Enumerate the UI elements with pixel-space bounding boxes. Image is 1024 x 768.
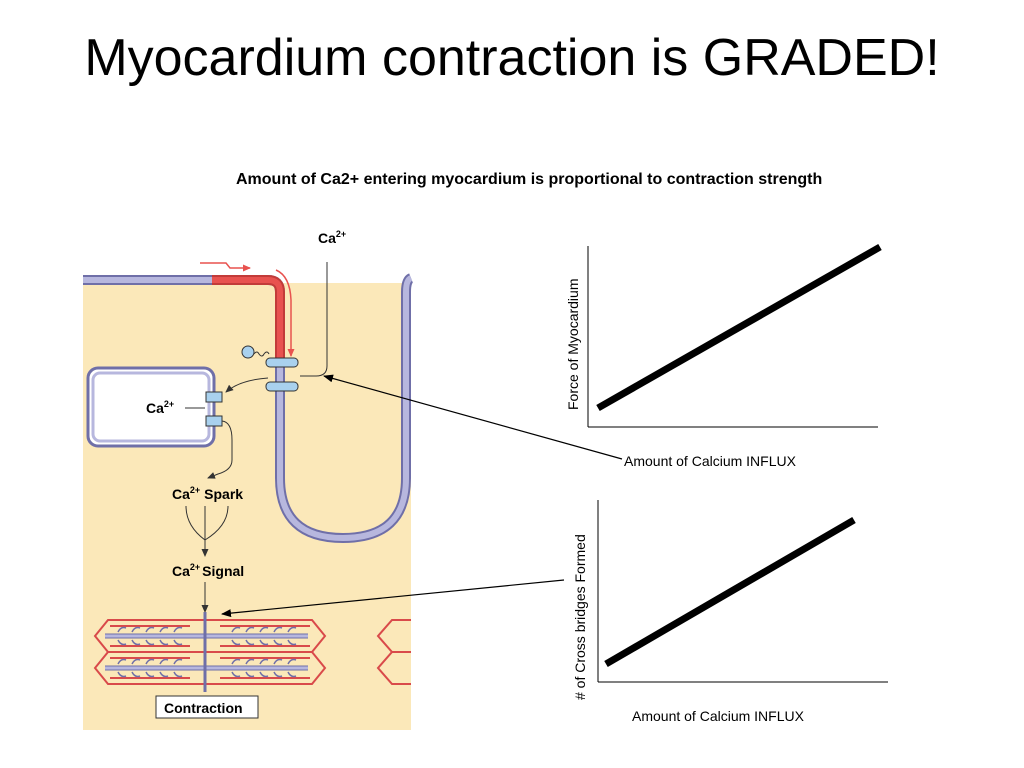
connector-arrow xyxy=(221,579,565,618)
contraction-label: Contraction xyxy=(164,700,243,716)
action-potential-arrow xyxy=(200,262,251,272)
ligand-icon xyxy=(241,345,255,359)
ca-sr-label: Ca2+ xyxy=(146,399,174,416)
trend-line xyxy=(604,516,856,668)
ca-spark-label: Ca2+Spark xyxy=(172,485,243,502)
y-axis-label: # of Cross bridges Formed xyxy=(572,534,588,700)
l-type-channel xyxy=(265,357,299,368)
ca-signal-label: Ca2+Signal xyxy=(172,562,244,579)
x-axis-label: Amount of Calcium INFLUX xyxy=(632,708,805,724)
ca-entry-path xyxy=(300,262,328,377)
y-axis-label: Force of Myocardium xyxy=(565,279,581,410)
ca-to-sr-arrow xyxy=(225,377,269,393)
trend-line xyxy=(596,243,882,412)
cardiac-cell: Ca2+ Ca2+ Ca2+Spark Ca2+Signal Contracti… xyxy=(83,229,414,730)
ryanodine-receptor xyxy=(205,415,223,427)
ca-release-arrow xyxy=(207,420,233,479)
connector-arrow xyxy=(323,374,623,460)
ca-extracellular-label: Ca2+ xyxy=(318,229,346,246)
action-potential-arrow-down xyxy=(275,269,295,357)
sarcomere xyxy=(93,612,411,692)
subtitle: Amount of Ca2+ entering myocardium is pr… xyxy=(236,171,823,188)
page-title: Myocardium contraction is GRADED! xyxy=(84,29,940,87)
ryanodine-receptor xyxy=(205,391,223,403)
l-type-channel xyxy=(265,381,299,392)
graph-cross-bridges: # of Cross bridges Formed Amount of Calc… xyxy=(572,500,888,724)
x-axis-label: Amount of Calcium INFLUX xyxy=(624,453,797,469)
graph-force: Force of Myocardium Amount of Calcium IN… xyxy=(565,243,882,469)
sarcoplasmic-reticulum xyxy=(86,366,216,448)
contraction-box xyxy=(155,695,259,719)
